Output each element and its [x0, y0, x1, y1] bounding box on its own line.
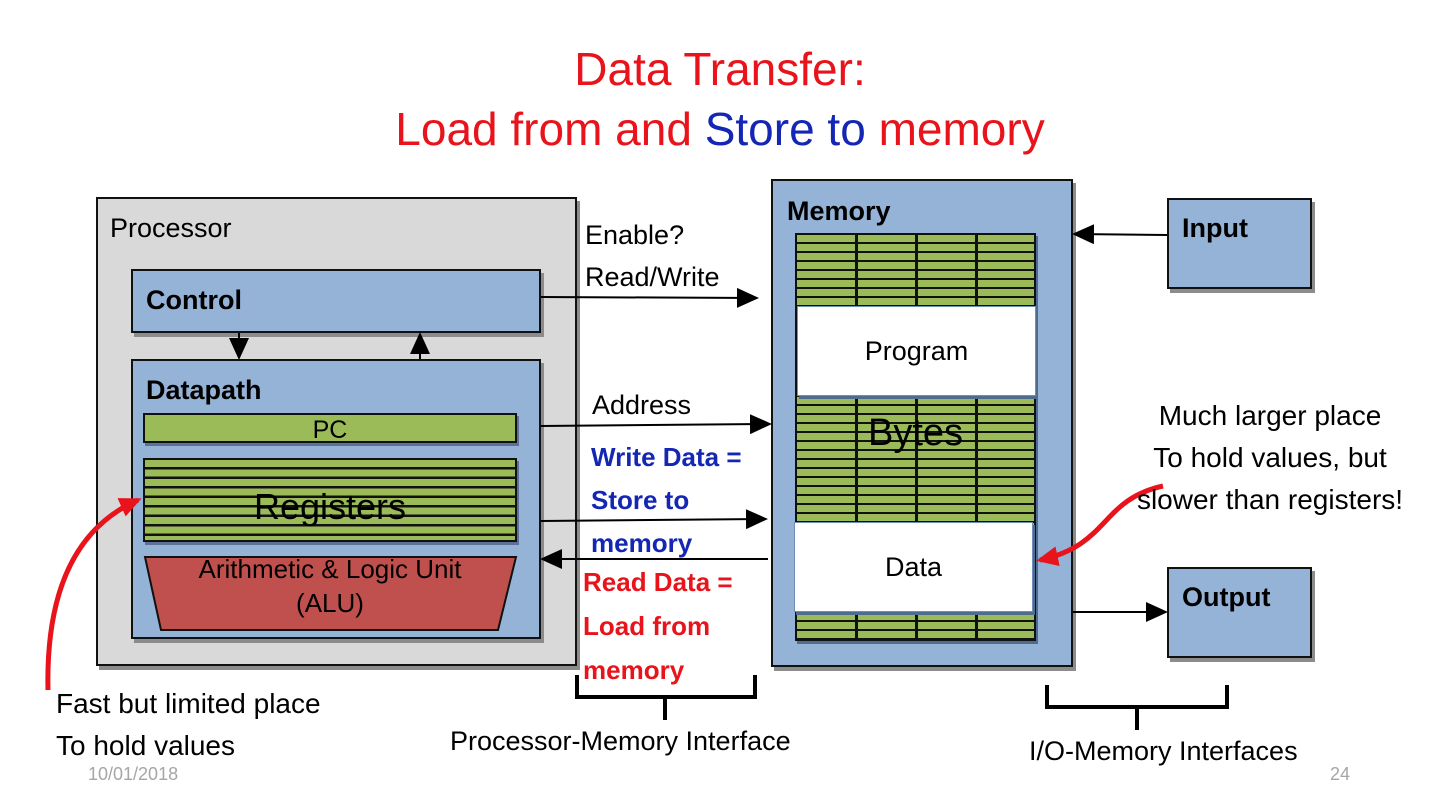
memory-bytes-label: Bytes — [867, 412, 964, 454]
read-data-line3: memory — [583, 655, 685, 685]
registers-note-arrow — [45, 497, 142, 691]
slide-title-line1: Data Transfer: — [574, 43, 866, 95]
write-data-line3: memory — [591, 528, 693, 558]
program-label: Program — [864, 335, 969, 366]
register-note-line2: To hold values — [56, 730, 236, 761]
pc-label: PC — [312, 415, 348, 444]
slide-title-line2: Load from and Store to memory — [0, 102, 1440, 156]
input-to-memory-arrow — [1072, 224, 1168, 245]
write-data-label: Write Data = Store to memory — [591, 436, 742, 565]
memory-note-line3: slower than registers! — [1136, 484, 1404, 515]
read-data-label: Read Data = Load from memory — [583, 560, 733, 692]
memory-note-line1: Much larger place — [1158, 400, 1382, 431]
memory-note-line2: To hold values, but — [1153, 442, 1387, 473]
output-box — [1167, 567, 1312, 658]
write-data-line2: Store to — [591, 485, 690, 515]
enable-label: Enable? — [585, 220, 685, 250]
slide-date: 10/01/2018 — [88, 764, 179, 784]
processor-memory-brace — [575, 675, 757, 720]
processor-label: Processor — [110, 213, 232, 243]
slide-page-number: 24 — [1330, 764, 1351, 784]
data-label: Data — [884, 551, 943, 582]
enable-readwrite-arrow — [540, 287, 759, 308]
memory-note: Much larger place To hold values, but sl… — [1100, 395, 1440, 521]
input-box — [1167, 198, 1312, 289]
title-store-to: Store to — [704, 103, 866, 155]
processor-memory-caption: Processor-Memory Interface — [450, 726, 791, 756]
alu-label-line1: Arithmetic & Logic Unit — [198, 554, 462, 584]
memory-note-arrow — [1036, 483, 1164, 566]
register-note-line1: Fast but limited place — [56, 688, 321, 719]
io-memory-brace — [1045, 685, 1229, 730]
pc-register: PC — [143, 413, 517, 444]
memory-label: Memory — [787, 196, 891, 226]
control-label: Control — [146, 285, 242, 315]
output-label: Output — [1182, 582, 1271, 612]
memory-program-segment: Program — [797, 306, 1036, 396]
io-memory-caption: I/O-Memory Interfaces — [1029, 736, 1298, 766]
title-memory: memory — [865, 103, 1045, 155]
input-label: Input — [1182, 213, 1248, 243]
alu-trapezoid — [143, 556, 518, 631]
memory-data-segment: Data — [794, 522, 1033, 612]
address-label: Address — [592, 390, 692, 420]
read-data-line2: Load from — [583, 611, 711, 641]
readwrite-label: Read/Write — [585, 262, 720, 292]
registers-label: Registers — [253, 486, 407, 527]
datapath-label: Datapath — [146, 375, 262, 405]
register-note: Fast but limited place To hold values — [56, 683, 321, 767]
registers-block: Registers — [143, 458, 517, 542]
write-data-line1: Write Data = — [591, 442, 742, 472]
title-load-from-and: Load from and — [395, 103, 705, 155]
read-data-line1: Read Data = — [583, 567, 733, 597]
control-box — [131, 269, 541, 333]
alu-label: Arithmetic & Logic Unit (ALU) — [143, 552, 517, 620]
alu-label-line2: (ALU) — [296, 588, 364, 618]
write-data-arrow — [540, 509, 768, 530]
address-arrow — [540, 414, 772, 435]
